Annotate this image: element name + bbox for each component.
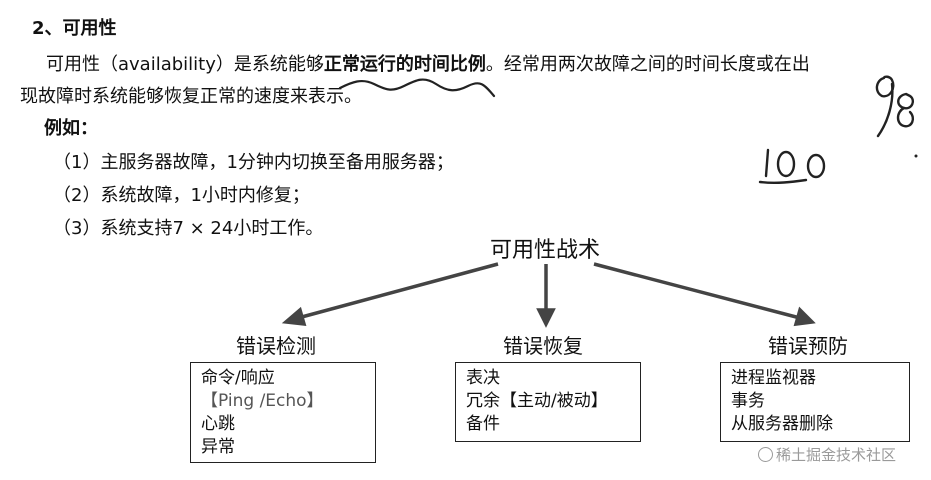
tactic-item: 【Ping /Echo】 (201, 391, 324, 411)
paragraph-part3: 。经常用两次故障之间的时间长度或在出 (485, 54, 810, 75)
section-heading: 2、可用性 (32, 18, 117, 39)
category-title-error-detection: 错误检测 (236, 334, 316, 358)
tactics-title: 可用性战术 (490, 238, 601, 263)
availability-paragraph-line2: 现故障时系统能够恢复正常的速度来表示。 (20, 86, 362, 107)
handwritten-100 (758, 148, 826, 185)
handwritten-98 (875, 75, 915, 138)
arrow-head-right (793, 306, 816, 327)
handwritten-squiggle (338, 78, 496, 98)
ink-dot (914, 154, 918, 158)
watermark-text: 稀土掘金技术社区 (776, 446, 897, 464)
watermark: 稀土掘金技术社区 (758, 444, 896, 465)
tactic-item: 事务 (731, 391, 765, 411)
example-item-3: （3）系统支持7 × 24小时工作。 (53, 218, 324, 239)
availability-paragraph: 可用性（availability）是系统能够正常运行的时间比例。经常用两次故障之… (46, 50, 810, 76)
paragraph-part1: 可用性（availability）是系统能够 (46, 54, 324, 75)
tactic-item: 冗余【主动/被动】 (466, 391, 608, 411)
example-item-1: （1）主服务器故障，1分钟内切换至备用服务器； (53, 152, 454, 173)
tactic-item: 备件 (466, 414, 500, 434)
category-title-error-prevention: 错误预防 (768, 334, 848, 358)
tactic-item: 进程监视器 (731, 368, 816, 388)
tactic-item: 从服务器删除 (731, 414, 833, 434)
error-prevention-box: 进程监视器 事务 从服务器删除 (720, 362, 910, 442)
arrow-head-left (281, 306, 307, 327)
tactic-item: 异常 (201, 437, 235, 457)
tactic-item: 表决 (466, 368, 500, 388)
error-recovery-box: 表决 冗余【主动/被动】 备件 (455, 362, 641, 442)
tactic-item: 心跳 (201, 414, 235, 434)
logo-icon (758, 447, 773, 462)
example-label: 例如： (44, 118, 98, 139)
error-detection-box: 命令/响应 【Ping /Echo】 心跳 异常 (190, 362, 376, 463)
tactic-item: 命令/响应 (201, 368, 275, 388)
paragraph-emphasis: 正常运行的时间比例 (323, 54, 486, 75)
arrow-head-center (536, 308, 556, 328)
diagram-arrows (281, 262, 816, 328)
example-item-2: （2）系统故障，1小时内修复； (53, 185, 310, 206)
category-title-error-recovery: 错误恢复 (503, 334, 583, 358)
